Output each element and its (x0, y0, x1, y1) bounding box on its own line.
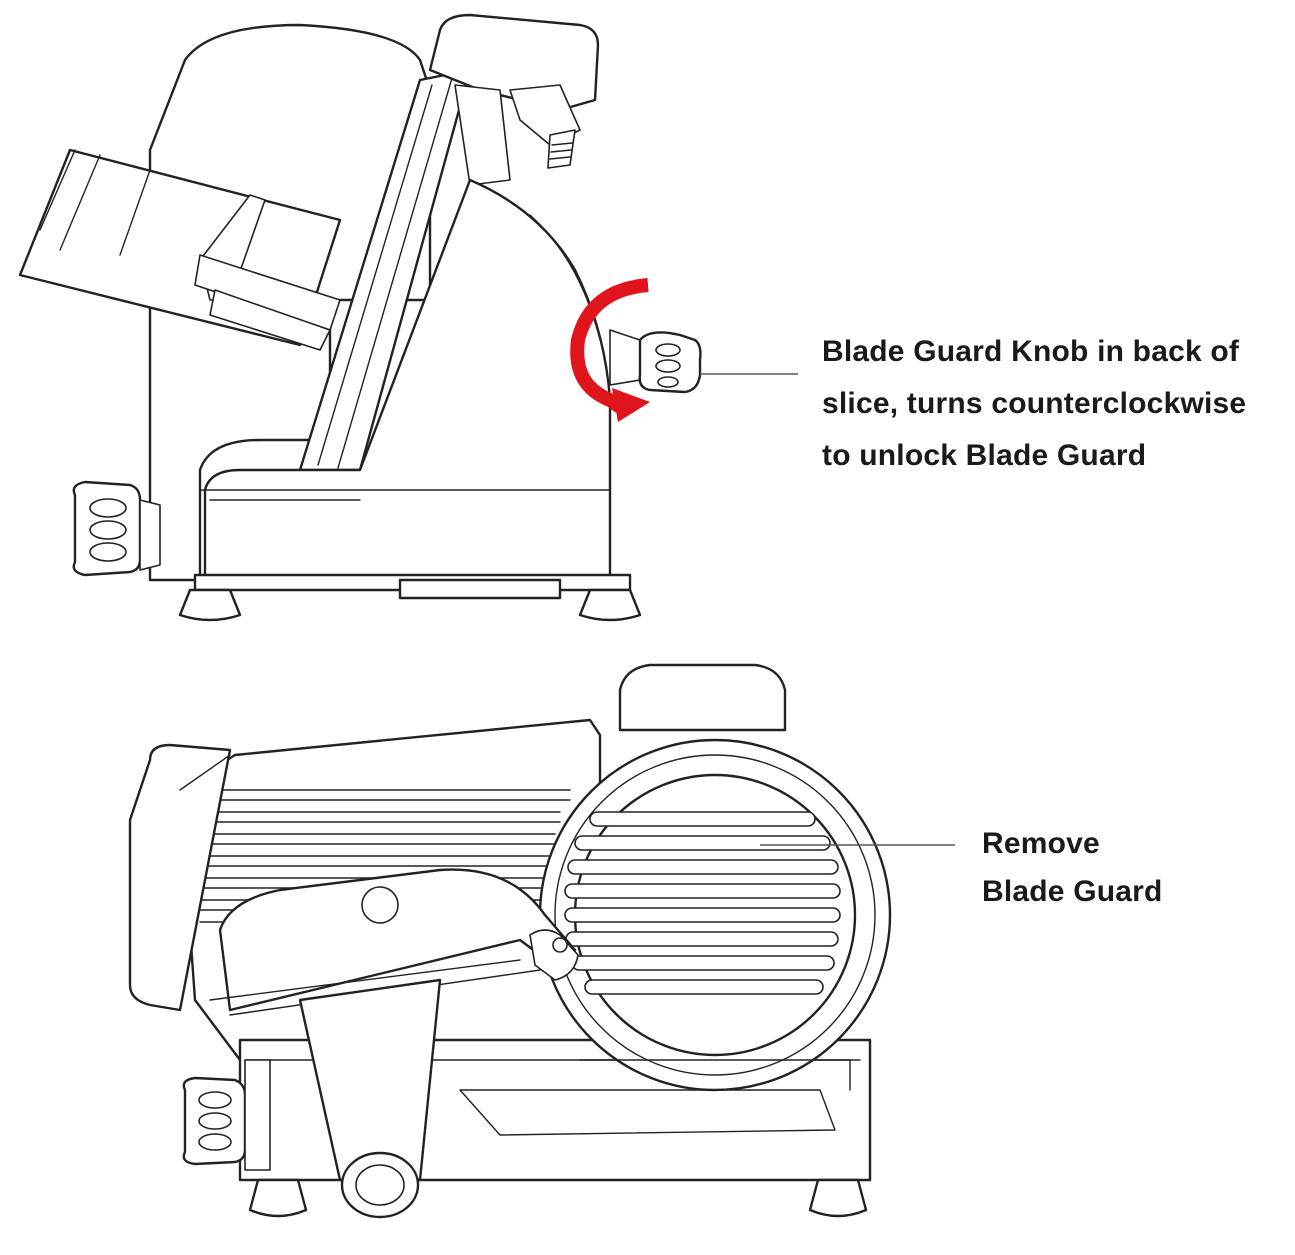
callout-knob-line-3: to unlock Blade Guard (822, 439, 1147, 472)
front-foot-left (248, 1178, 308, 1218)
side-thickness-knob (72, 480, 161, 577)
side-pusher-rod-lower (209, 289, 331, 351)
callout-knob-line-1: Blade Guard Knob in back of (822, 335, 1240, 368)
front-support-leg (298, 978, 442, 1182)
front-blade-guard (538, 663, 892, 1092)
callout-remove-line-1: Remove (982, 827, 1100, 860)
slicer-side-view (18, 13, 798, 622)
front-blade-guard-slots (564, 811, 841, 995)
callout-remove-blade-guard: Remove Blade Guard (982, 820, 1163, 916)
callout-remove-line-2: Blade Guard (982, 875, 1163, 908)
front-carriage-tray (218, 868, 577, 1012)
slicer-front-view (128, 663, 955, 1219)
side-foot-front (178, 588, 242, 622)
front-end-cap (128, 743, 232, 1012)
blade-guard-knob-side (609, 329, 702, 394)
front-handle-knob (340, 1151, 420, 1219)
front-thickness-knob (182, 1059, 271, 1171)
callout-blade-guard-knob: Blade Guard Knob in back of slice, turns… (822, 326, 1246, 482)
front-foot-right (808, 1178, 868, 1218)
side-foot-rear (578, 588, 642, 622)
callout-knob-line-2: slice, turns counterclockwise (822, 387, 1247, 420)
counterclockwise-arrow-icon (570, 278, 650, 422)
